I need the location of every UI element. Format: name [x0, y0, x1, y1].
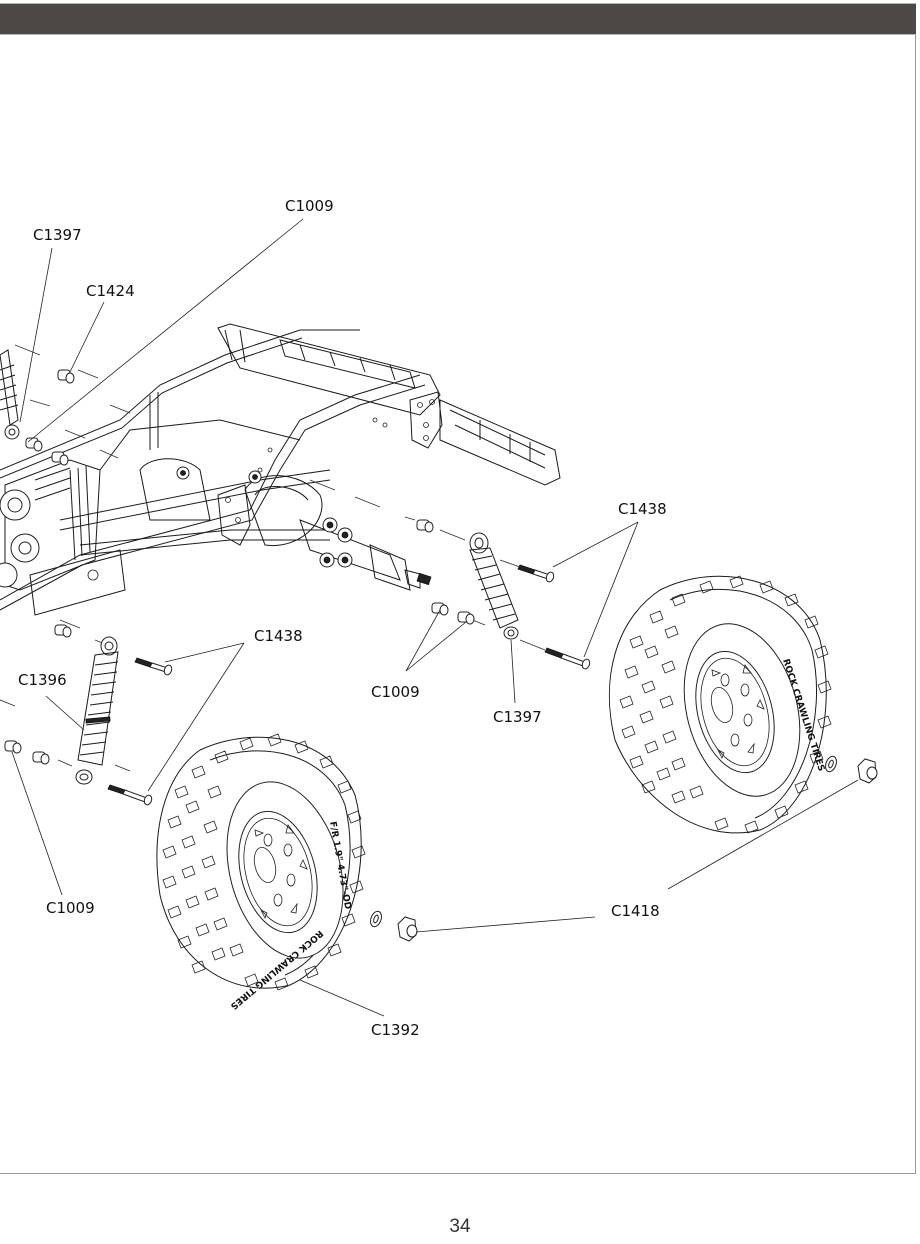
callout-c1396: C1396	[18, 671, 67, 689]
bushing	[32, 751, 50, 765]
callout-labels: C1009 C1397 C1424 C1438 C1438 C1396 C100…	[18, 197, 667, 1039]
shock-c1397-top	[0, 349, 20, 440]
bushing	[416, 519, 434, 533]
callout-c1438-left: C1438	[254, 627, 303, 645]
bushing	[54, 624, 72, 638]
page-number: 34	[449, 1216, 471, 1237]
callout-c1009-top: C1009	[285, 197, 334, 215]
screw	[517, 564, 555, 583]
rear-axle	[139, 458, 432, 591]
callout-c1418: C1418	[611, 902, 660, 920]
bushing	[4, 740, 22, 754]
shock-c1397-mid	[469, 532, 519, 640]
bushings	[4, 369, 475, 765]
screws-c1438	[107, 564, 591, 806]
screw	[544, 647, 591, 670]
washers-nuts-c1418	[370, 755, 878, 942]
shock-c1396	[75, 636, 119, 785]
leader-lines	[11, 218, 859, 1017]
screw	[134, 657, 173, 676]
callout-c1397-mid: C1397	[493, 708, 542, 726]
bushing	[457, 611, 475, 625]
bushing	[25, 437, 43, 452]
screw	[107, 784, 153, 806]
callout-c1438-right: C1438	[618, 500, 667, 518]
transmission	[0, 459, 126, 616]
assembly-centerlines	[0, 344, 546, 772]
bushing	[431, 602, 449, 616]
callout-c1397-top: C1397	[33, 226, 82, 244]
bushing	[51, 451, 69, 466]
wheel-tire-right: ROCK CRAWLING TIRES	[608, 575, 832, 834]
header-bar	[0, 3, 916, 35]
callout-c1424: C1424	[86, 282, 135, 300]
wheel-tire-left: F/R 1.9" 4.73"-OD ROCK CRAWLING TIRES	[156, 733, 366, 1011]
chassis-frame	[0, 323, 561, 611]
callout-c1392: C1392	[371, 1021, 420, 1039]
callout-c1009-mid: C1009	[371, 683, 420, 701]
bushing-c1424	[57, 369, 75, 384]
page-frame	[0, 35, 916, 1174]
callout-c1009-bottom: C1009	[46, 899, 95, 917]
